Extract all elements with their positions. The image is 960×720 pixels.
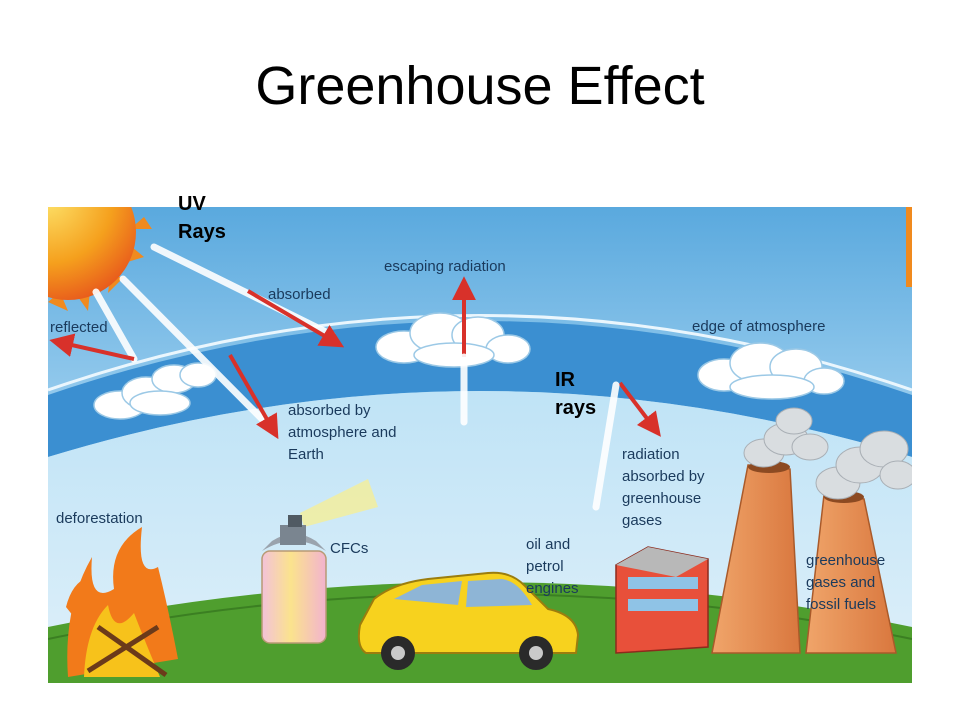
uv-callout-line1: UV: [178, 193, 206, 215]
cloud-right: [697, 342, 845, 400]
greenhouse-illustration: reflected absorbed escaping radiation ed…: [48, 207, 912, 683]
label-deforestation: deforestation: [56, 510, 143, 527]
label-radiation-line4: gases: [622, 512, 662, 529]
atmosphere-band: [48, 321, 912, 457]
cloud-center: [375, 312, 531, 368]
ir-callout-line2: rays: [555, 397, 597, 419]
label-oil-line1: oil and: [526, 536, 570, 553]
cloud-left: [93, 362, 217, 420]
label-radiation-line3: greenhouse: [622, 490, 701, 507]
radiation-arrows: [49, 276, 661, 440]
spray-can: [261, 479, 378, 644]
label-reflected: reflected: [50, 319, 108, 336]
clouds: [93, 312, 845, 420]
uv-rays-callout: UV Rays: [178, 190, 226, 246]
chimneys: [711, 461, 897, 654]
label-absorbed: absorbed: [268, 286, 331, 303]
label-absorbed-by-line3: Earth: [288, 446, 324, 463]
deforestation-fire: [66, 527, 178, 678]
sun: [48, 207, 152, 311]
label-cfcs: CFCs: [330, 540, 368, 557]
label-oil-line3: engines: [526, 580, 579, 597]
uv-callout-line2: Rays: [178, 221, 226, 243]
label-absorbed-by-line1: absorbed by: [288, 402, 371, 419]
label-radiation-line1: radiation: [622, 446, 680, 463]
label-escaping-radiation: escaping radiation: [384, 258, 506, 275]
label-absorbed-by-line2: atmosphere and: [288, 424, 396, 441]
label-edge-of-atmosphere: edge of atmosphere: [692, 318, 825, 335]
ir-callout-line1: IR: [555, 369, 575, 391]
car: [357, 571, 580, 670]
ir-rays-callout: IR rays: [555, 366, 596, 422]
reabsorbed-arrow: [618, 381, 661, 437]
label-ghg-line2: gases and: [806, 574, 875, 591]
factory: [615, 546, 709, 654]
label-oil-line2: petrol: [526, 558, 564, 575]
label-ghg-line1: greenhouse: [806, 552, 885, 569]
absorbed-arrow: [246, 289, 345, 348]
smoke: [743, 407, 912, 500]
absorbed-earth-arrow: [228, 354, 279, 440]
label-radiation-line2: absorbed by: [622, 468, 705, 485]
reflected-arrow: [49, 333, 135, 361]
slide-title: Greenhouse Effect: [255, 56, 705, 116]
sun-rays: [92, 243, 336, 429]
label-ghg-line3: fossil fuels: [806, 596, 876, 613]
